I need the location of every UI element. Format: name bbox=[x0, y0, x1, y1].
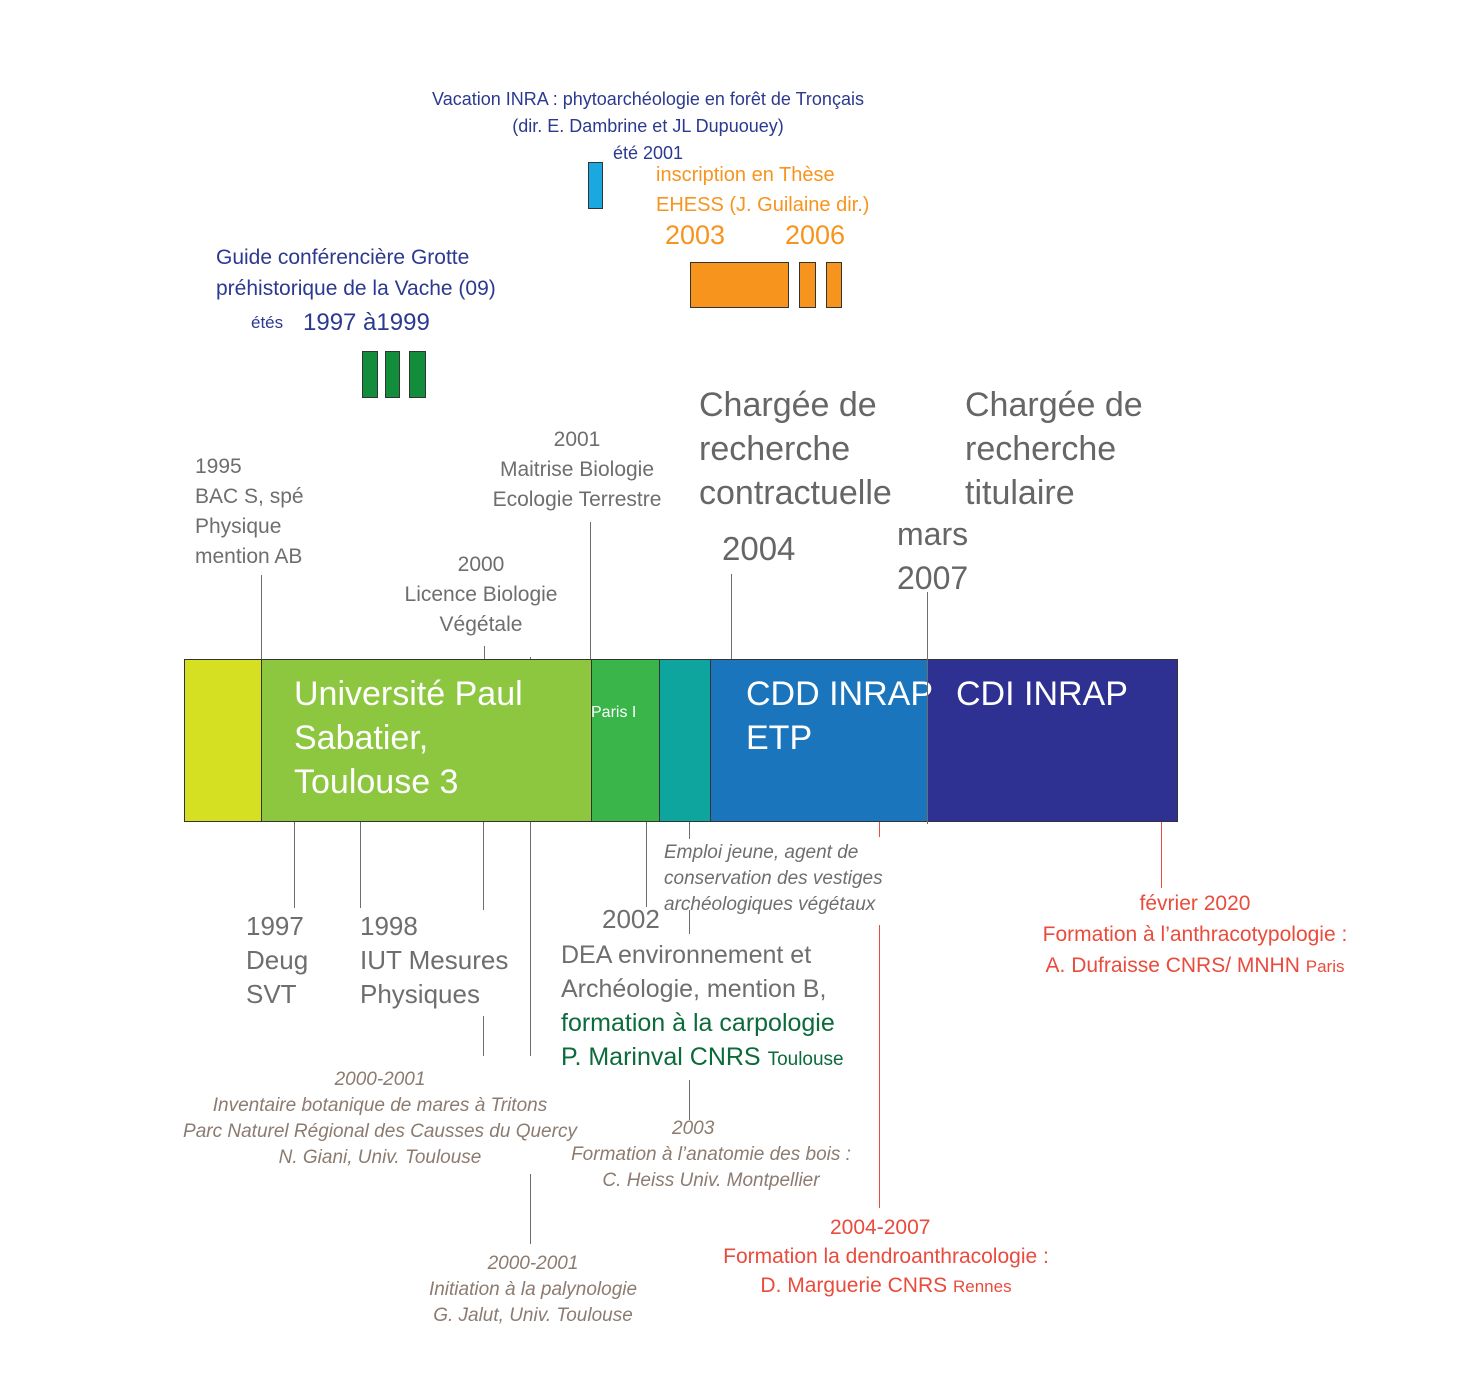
iut-label: 1998 IUT Mesures Physiques bbox=[360, 911, 509, 1009]
bar-these-2003 bbox=[690, 262, 789, 308]
bar-these-2006 bbox=[826, 262, 842, 308]
label-cdd-inrap: CDD INRAP ETP bbox=[746, 675, 934, 757]
connector-iut bbox=[360, 822, 361, 908]
anatomie-label: 2003 Formation à l’anatomie des bois : C… bbox=[571, 1118, 851, 1191]
bar-guide-1998 bbox=[385, 351, 400, 398]
inventaire-label: 2000-2001 Inventaire botanique de mares … bbox=[183, 1069, 577, 1168]
connector-maitrise bbox=[590, 522, 591, 659]
deug-label: 1997 Deug SVT bbox=[246, 911, 309, 1009]
mars-2007-label: mars 2007 bbox=[897, 516, 969, 596]
label-paris: Paris I bbox=[591, 704, 637, 721]
connector-dea bbox=[646, 822, 647, 907]
segment-cdi-inrap bbox=[928, 660, 1177, 821]
inra-vacation-label: Vacation INRA : phytoarchéologie en forê… bbox=[432, 89, 864, 163]
connector-inventaire-b bbox=[483, 1016, 484, 1056]
label-universite-paul-sabatier: Université Paul Sabatier, Toulouse 3 bbox=[294, 675, 523, 801]
segment-bac bbox=[185, 660, 262, 821]
bac-label: 1995 BAC S, spé Physique mention AB bbox=[195, 455, 304, 568]
connector-licence bbox=[484, 646, 485, 659]
cr-contractuelle-label: Chargée de recherche contractuelle bbox=[699, 386, 892, 512]
emploi-jeune-label: Emploi jeune, agent de conservation des … bbox=[664, 842, 883, 915]
bar-inra-2001 bbox=[588, 162, 603, 209]
licence-label: 2000 Licence Biologie Végétale bbox=[404, 553, 558, 636]
maitrise-label: 2001 Maitrise Biologie Ecologie Terrestr… bbox=[492, 428, 662, 511]
connector-anatomie-b bbox=[689, 1080, 690, 1120]
segment-paris bbox=[592, 660, 660, 821]
segment-emploi-jeune bbox=[660, 660, 711, 821]
connector-anatomie-a bbox=[689, 910, 690, 934]
connector-bac bbox=[261, 575, 262, 659]
label-cdi-inrap: CDI INRAP bbox=[956, 675, 1128, 713]
connector-palyno-top bbox=[530, 657, 531, 659]
guide-years: 1997 à1999 bbox=[303, 309, 430, 336]
connector-deug bbox=[294, 822, 295, 908]
connector-mars-2007 bbox=[927, 592, 928, 824]
connector-palyno-b bbox=[530, 1174, 531, 1244]
dea-label: DEA environnement et Archéologie, mentio… bbox=[561, 941, 844, 1071]
these-label: inscription en Thèse EHESS (J. Guilaine … bbox=[656, 164, 870, 216]
cr-titulaire-label: Chargée de recherche titulaire bbox=[965, 386, 1143, 512]
connector-dendro-b bbox=[879, 925, 880, 1208]
guide-label: Guide conférencière Grotte préhistorique… bbox=[216, 246, 496, 300]
bar-these-2005 bbox=[799, 262, 816, 308]
bar-guide-1999 bbox=[409, 351, 426, 398]
timeline-band bbox=[184, 659, 1178, 822]
connector-dendro-a bbox=[879, 822, 880, 837]
guide-prefix: étés bbox=[251, 313, 284, 332]
palynologie-label: 2000-2001 Initiation à la palynologie G.… bbox=[428, 1253, 638, 1326]
these-year-2003: 2003 bbox=[665, 220, 726, 250]
segment-universite-paul-sabatier bbox=[262, 660, 592, 821]
connector-palyno-a bbox=[530, 822, 531, 1056]
dendro-label: 2004-2007 Formation la dendroanthracolog… bbox=[723, 1216, 1049, 1297]
fevrier-2020-label: février 2020 Formation à l’anthracotypol… bbox=[1042, 892, 1348, 977]
connector-cr-contractuelle bbox=[731, 574, 732, 659]
cr-contractuelle-year: 2004 bbox=[722, 530, 796, 567]
connector-emploi-jeune bbox=[689, 822, 690, 839]
connector-inventaire-a bbox=[483, 822, 484, 910]
bar-guide-1997 bbox=[362, 351, 378, 398]
connector-fevrier-2020 bbox=[1161, 822, 1162, 888]
dea-year: 2002 bbox=[602, 904, 660, 934]
segment-cdd-inrap bbox=[711, 660, 928, 821]
these-year-2006: 2006 bbox=[785, 220, 846, 250]
